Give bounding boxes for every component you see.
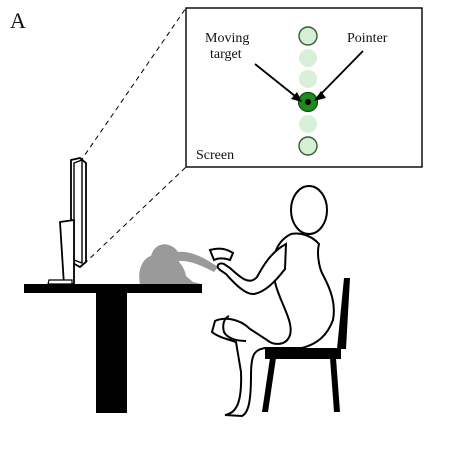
pointer-arrowhead [314, 91, 326, 101]
chair-back [337, 278, 350, 349]
zoom-box: Moving target Pointer Screen [185, 7, 423, 168]
chair-seat [265, 348, 341, 359]
moving-target-arrowhead [291, 92, 302, 102]
table [24, 284, 202, 413]
pointer-arrow-line [315, 50, 364, 100]
human-figure [208, 185, 335, 418]
target-end-dot [298, 136, 318, 156]
panel-letter: A [10, 8, 26, 33]
monkey-arm [177, 251, 218, 272]
hand [208, 247, 235, 262]
screen-label: Screen [196, 148, 234, 163]
zoom-connectors [79, 7, 187, 265]
monitor [47, 157, 87, 286]
hip-outline [222, 315, 247, 342]
chair [262, 278, 350, 412]
target-trail-dot [299, 49, 317, 67]
table-top [24, 284, 202, 293]
target-start-dot [298, 26, 318, 46]
moving-target-arrow-line [254, 63, 301, 101]
arm [216, 242, 288, 296]
chair-front-leg [262, 358, 276, 412]
table-leg [96, 293, 127, 413]
monitor-base [47, 279, 73, 285]
monitor-stand [59, 218, 75, 286]
moving-target-label-line2: target [210, 47, 242, 62]
target-trail-dot [299, 115, 317, 133]
monkey-silhouette [139, 244, 218, 284]
pointer-center-dot [305, 99, 311, 105]
head [290, 185, 328, 235]
moving-target-label-line1: Moving [205, 31, 249, 46]
pointer-label: Pointer [347, 31, 388, 46]
chair-rear-leg [330, 358, 340, 412]
target-trail-dot [299, 70, 317, 88]
torso-and-leg [210, 232, 335, 418]
